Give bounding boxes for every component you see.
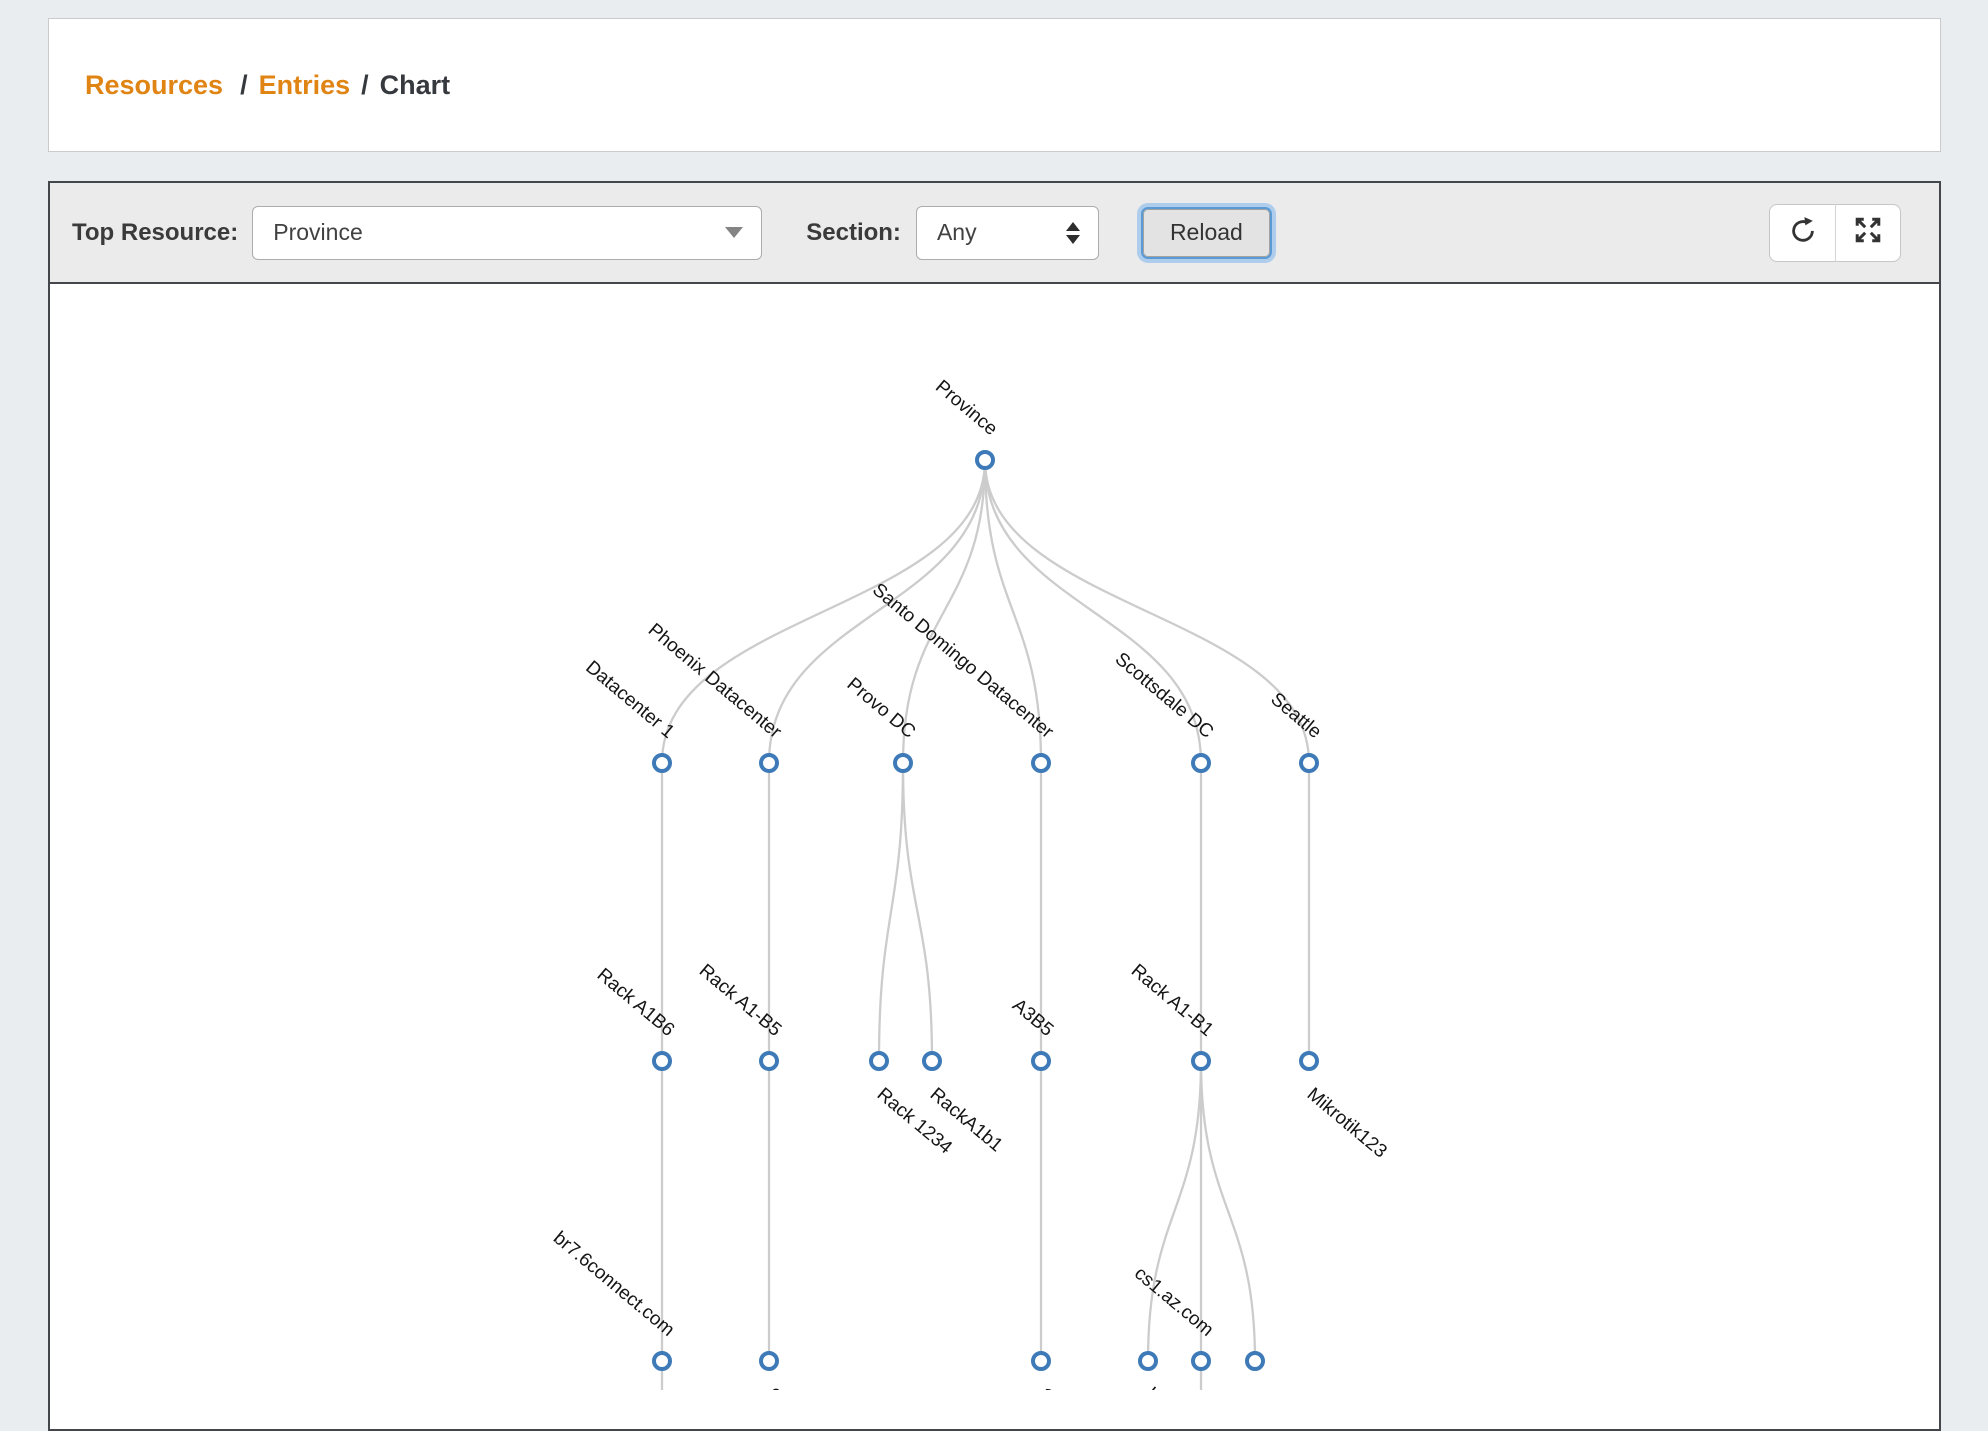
tree-label-cut6: 6 xyxy=(763,1384,785,1390)
tree-label-seattle: Seattle xyxy=(1266,689,1325,743)
tree-link xyxy=(767,459,987,764)
tree-label-province: Province xyxy=(931,376,1001,440)
chevron-down-icon xyxy=(725,227,744,238)
tree-link xyxy=(983,459,1043,764)
breadcrumb-card: Resources / Entries / Chart xyxy=(48,18,1941,152)
tree-link xyxy=(877,762,905,1062)
tree-label-racka1b6: Rack A1B6 xyxy=(593,964,679,1041)
tree-node-provo[interactable] xyxy=(893,753,913,773)
top-resource-label: Top Resource: xyxy=(72,218,239,246)
select-arrows-icon xyxy=(1065,221,1080,244)
tree-label-dc1: Datacenter 1 xyxy=(581,657,678,743)
tree-label-scotts: Scottsdale DC xyxy=(1111,649,1218,743)
refresh-icon xyxy=(1788,215,1818,250)
reload-button[interactable]: Reload xyxy=(1140,206,1272,259)
fullscreen-button[interactable] xyxy=(1835,203,1901,262)
tree-node-cutd[interactable] xyxy=(1245,1351,1265,1371)
refresh-button[interactable] xyxy=(1769,203,1835,262)
breadcrumb-separator: / xyxy=(361,69,369,100)
tree-link xyxy=(901,459,987,764)
tree-link xyxy=(901,762,934,1062)
tree-node-cut1[interactable] xyxy=(1031,1351,1051,1371)
tree-link xyxy=(983,459,1311,764)
breadcrumb-separator: / xyxy=(240,69,248,100)
tree-node-br7[interactable] xyxy=(652,1351,672,1371)
tree-node-racka1-b1[interactable] xyxy=(1191,1051,1211,1071)
tree-label-cut1: 1 xyxy=(1035,1384,1057,1390)
tree-node-a3b5[interactable] xyxy=(1031,1051,1051,1071)
tree-label-cs1: cs1.az.com xyxy=(1130,1263,1217,1341)
tree-node-santo[interactable] xyxy=(1031,753,1051,773)
tree-node-cs1[interactable] xyxy=(1191,1351,1211,1371)
tree-label-br7: br7.6connect.com xyxy=(549,1228,678,1341)
tree-label-mikrotik: Mikrotik123 xyxy=(1303,1084,1391,1163)
tree-node-cut6[interactable] xyxy=(759,1351,779,1371)
fullscreen-icon xyxy=(1853,215,1883,250)
tree-label-racka1-b1: Rack A1-B1 xyxy=(1127,960,1217,1041)
tree-node-rack1234[interactable] xyxy=(869,1051,889,1071)
tree-node-racka1-b5[interactable] xyxy=(759,1051,779,1071)
tree-node-dc1[interactable] xyxy=(652,753,672,773)
breadcrumb-entries[interactable]: Entries xyxy=(258,69,351,100)
breadcrumb-resources[interactable]: Resources xyxy=(85,69,224,100)
tree-node-province[interactable] xyxy=(975,450,995,470)
chart-toolbar: Top Resource: Province Section: Any Relo… xyxy=(50,183,1939,284)
tree-link xyxy=(1146,1060,1203,1362)
tree-label-cutb: b xyxy=(1142,1384,1164,1390)
tree-node-phoenix[interactable] xyxy=(759,753,779,773)
tree-node-mikrotik[interactable] xyxy=(1299,1051,1319,1071)
section-select[interactable]: Any xyxy=(915,205,1099,260)
section-value: Any xyxy=(936,219,977,245)
tree-link xyxy=(1199,1060,1257,1362)
breadcrumb-chart: Chart xyxy=(379,69,451,100)
tree-node-cutb[interactable] xyxy=(1138,1351,1158,1371)
top-resource-select[interactable]: Province xyxy=(252,205,763,260)
breadcrumb: Resources / Entries / Chart xyxy=(85,70,450,101)
chart-panel: Top Resource: Province Section: Any Relo… xyxy=(48,181,1941,1431)
tree-label-racka1-b5: Rack A1-B5 xyxy=(695,960,785,1041)
tree-label-cutd: di xyxy=(1249,1384,1274,1390)
chart-actions-group xyxy=(1769,203,1901,262)
tree-link xyxy=(983,459,1203,764)
tree-link xyxy=(660,459,987,764)
tree-node-racka1b6[interactable] xyxy=(652,1051,672,1071)
tree-node-racka1b1[interactable] xyxy=(922,1051,942,1071)
top-resource-value: Province xyxy=(273,219,363,245)
tree-node-scotts[interactable] xyxy=(1191,753,1211,773)
tree-label-a3b5: A3B5 xyxy=(1008,995,1057,1041)
section-label: Section: xyxy=(806,218,901,246)
tree-node-seattle[interactable] xyxy=(1299,753,1319,773)
